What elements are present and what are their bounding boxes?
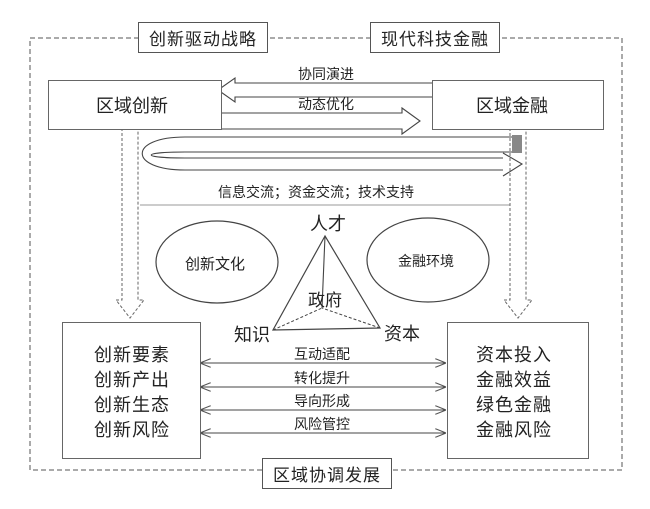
- culture-label: 创新文化: [185, 255, 246, 273]
- list-item: 创新要素: [94, 345, 170, 366]
- list-item: 金融效益: [476, 370, 552, 391]
- list-item: 创新风险: [94, 420, 170, 441]
- label-interaction-adaptation: 互动适配: [294, 347, 350, 363]
- regional-finance-box: [432, 80, 604, 130]
- down-arrow-left: [114, 128, 146, 319]
- loop-arrow: [141, 135, 524, 177]
- government-label: 政府: [308, 291, 342, 311]
- exchange-label: 信息交流；资金交流；技术支持: [218, 185, 414, 201]
- label-risk-control: 风险管控: [294, 417, 350, 433]
- label-transformation-improvement: 转化提升: [294, 371, 350, 387]
- label-coevolution: 协同演进: [298, 67, 354, 83]
- regional-innovation-label: 区域创新: [96, 96, 168, 117]
- regional-finance-label: 区域金融: [476, 96, 548, 117]
- list-item: 创新生态: [94, 395, 170, 416]
- down-arrow-right: [502, 128, 534, 319]
- finance-env-ellipse: [366, 217, 490, 303]
- list-item: 绿色金融: [476, 395, 552, 416]
- regional-innovation-box: [48, 80, 222, 130]
- finance-elements-list: 资本投入 金融效益 绿色金融 金融风险: [476, 343, 552, 443]
- title-regional-coordination: 区域协调发展: [262, 458, 392, 489]
- list-item: 资本投入: [476, 345, 552, 366]
- knowledge-label: 知识: [234, 325, 270, 346]
- title-innovation-strategy: 创新驱动战略: [138, 22, 268, 53]
- innovation-elements-list: 创新要素 创新产出 创新生态 创新风险: [94, 343, 170, 443]
- label-dynamic-optimization: 动态优化: [298, 97, 354, 113]
- list-item: 金融风险: [476, 420, 552, 441]
- label-guidance-formation: 导向形成: [294, 394, 350, 410]
- bottom-arrows: [201, 363, 445, 433]
- innovation-elements-box: [62, 322, 201, 459]
- arrow-dynamic-optimization: [218, 106, 421, 136]
- triangle-pyramid: [271, 234, 382, 331]
- talent-label: 人才: [310, 214, 346, 235]
- list-item: 创新产出: [94, 370, 170, 391]
- finance-env-label: 金融环境: [398, 254, 454, 270]
- culture-ellipse: [155, 220, 279, 304]
- finance-elements-box: [447, 322, 589, 459]
- capital-label: 资本: [384, 324, 420, 345]
- title-tech-finance: 现代科技金融: [370, 22, 500, 53]
